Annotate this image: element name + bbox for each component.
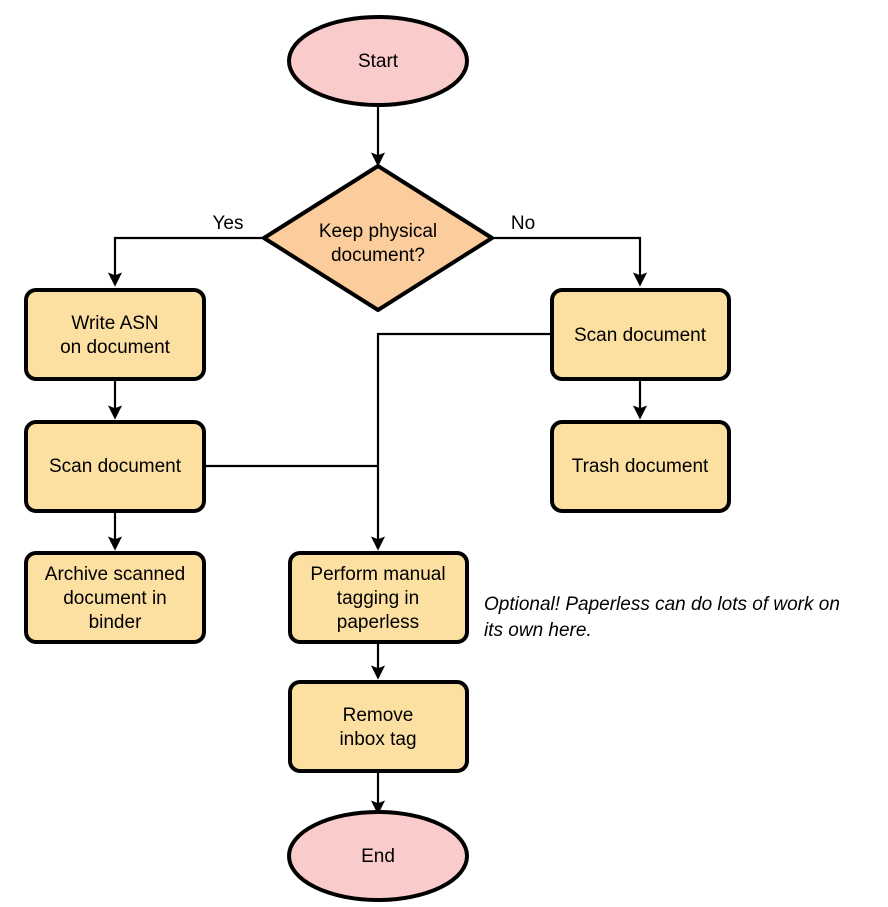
trash-box-shape	[550, 420, 731, 513]
node-write-asn[interactable]: Write ASN on document	[24, 288, 206, 381]
remove-inbox-label-line2: inbox tag	[339, 729, 416, 750]
decision-diamond-shape	[262, 164, 494, 312]
edge-scan-right-to-tagging	[370, 332, 552, 551]
decision-label-line1: Keep physical	[319, 221, 437, 242]
write-asn-box-shape	[24, 288, 206, 381]
node-start[interactable]: Start	[287, 15, 469, 107]
note-line1: Optional! Paperless can do lots of work …	[484, 594, 840, 615]
edge-no-to-scan-right	[490, 236, 648, 287]
edge-label-no: No	[511, 213, 535, 234]
archive-box-shape	[24, 551, 206, 644]
trash-label: Trash document	[572, 456, 709, 477]
edge-yes-to-write-asn	[107, 236, 266, 287]
archive-label-line1: Archive scanned	[45, 564, 185, 585]
annotation-note-optional: Optional! Paperless can do lots of work …	[484, 594, 840, 641]
write-asn-label-line1: Write ASN	[71, 313, 158, 334]
tagging-label-line3: paperless	[337, 612, 419, 633]
node-end[interactable]: End	[287, 810, 469, 902]
scan-right-box-shape	[550, 288, 731, 381]
remove-inbox-label-line1: Remove	[343, 705, 414, 726]
node-trash-document[interactable]: Trash document	[550, 420, 731, 513]
scan-left-box-shape	[24, 420, 206, 513]
remove-inbox-box-shape	[288, 680, 469, 773]
tagging-label-line1: Perform manual	[310, 564, 445, 585]
node-scan-document-left[interactable]: Scan document	[24, 420, 206, 513]
end-ellipse-shape	[287, 810, 469, 902]
connectors	[107, 101, 648, 815]
write-asn-label-line2: on document	[60, 337, 171, 358]
node-decision-keep-physical-document[interactable]: Keep physical document?	[262, 164, 494, 312]
edge-label-yes: Yes	[213, 213, 244, 234]
end-label: End	[361, 846, 395, 867]
start-label: Start	[358, 51, 399, 72]
archive-label-line3: binder	[89, 612, 142, 633]
node-remove-inbox-tag[interactable]: Remove inbox tag	[288, 680, 469, 773]
archive-label-line2: document in	[63, 588, 167, 609]
node-archive-scanned-document[interactable]: Archive scanned document in binder	[24, 551, 206, 644]
note-line2: its own here.	[484, 620, 592, 641]
tagging-label-line2: tagging in	[337, 588, 419, 609]
decision-label-line2: document?	[331, 245, 425, 266]
scan-left-label: Scan document	[49, 456, 182, 477]
start-ellipse-shape	[287, 15, 469, 107]
scan-right-label: Scan document	[574, 325, 707, 346]
node-scan-document-right[interactable]: Scan document	[550, 288, 731, 381]
tagging-box-shape	[288, 551, 469, 644]
node-perform-manual-tagging[interactable]: Perform manual tagging in paperless	[288, 551, 469, 644]
